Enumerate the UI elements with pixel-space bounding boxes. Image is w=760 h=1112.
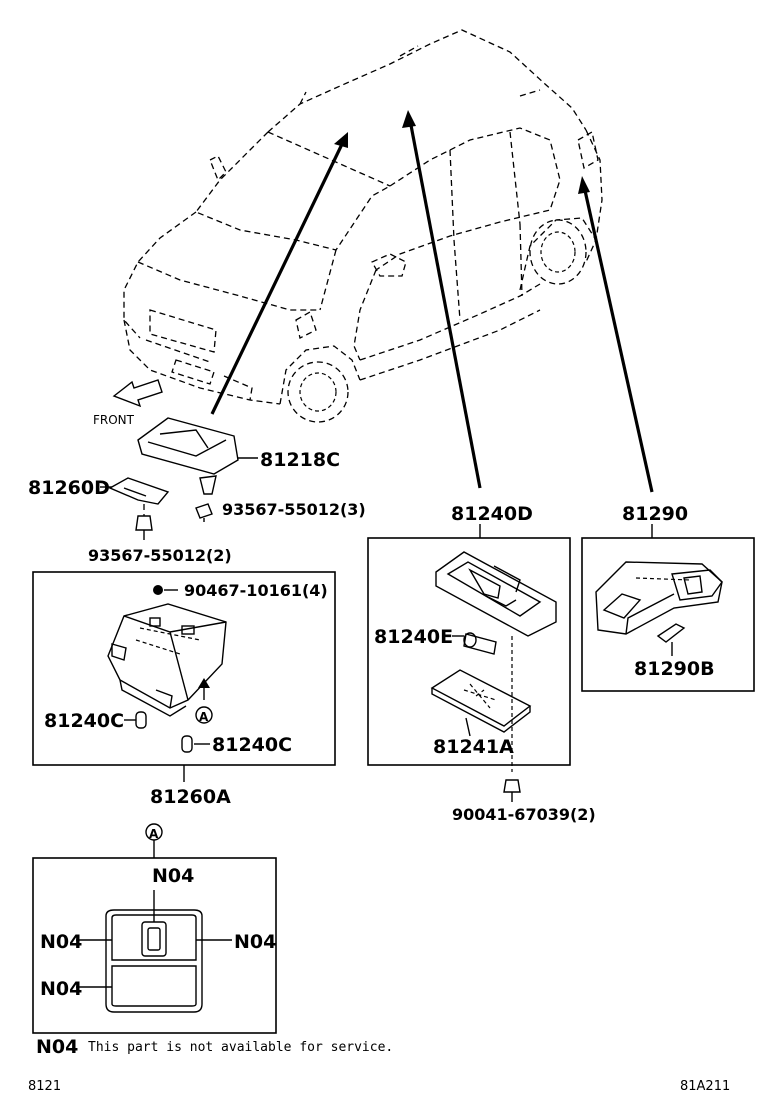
ref-marker-A-bottom: A (149, 827, 159, 841)
dome-lamp-housing (435, 551, 557, 637)
code-N04-left: N04 (40, 931, 82, 953)
bracket-81260D (108, 477, 170, 505)
assembly-box-81240D (367, 537, 571, 766)
footer-illustration-id: 81A211 (680, 1079, 730, 1094)
part-label-81241A: 81241A (433, 736, 514, 758)
part-label-81290: 81290 (622, 503, 688, 525)
part-label-90467-10161-4: 90467-10161(4) (184, 581, 328, 600)
code-N04-right: N04 (234, 931, 276, 953)
part-label-81240E: 81240E (374, 626, 453, 648)
map-lamp-assembly (107, 603, 227, 717)
bracket-81218C (137, 417, 239, 495)
part-label-81260A: 81260A (150, 786, 231, 808)
detail-box-A (32, 857, 277, 1034)
code-N04-lower: N04 (40, 978, 82, 1000)
part-label-93567-55012-3: 93567-55012(3) (222, 500, 366, 519)
part-label-81260D: 81260D (28, 477, 110, 499)
legend-note: This part is not available for service. (88, 1040, 393, 1055)
code-N04-top: N04 (152, 865, 194, 887)
part-label-90041-67039-2: 90041-67039(2) (452, 805, 596, 824)
ref-marker-A-top: A (199, 710, 209, 724)
lamp-assembly-81290 (595, 561, 723, 635)
front-direction-arrow (112, 379, 163, 408)
footer-figure-code: 8121 (28, 1079, 61, 1094)
legend-code: N04 (36, 1036, 78, 1058)
part-label-81240D: 81240D (451, 503, 533, 525)
bulb-81240C-right (181, 735, 193, 753)
front-label: FRONT (93, 413, 135, 427)
dome-lamp-lens-81241A (430, 669, 532, 733)
screw-93567-3 (195, 503, 213, 522)
part-label-81240C-right: 81240C (212, 734, 292, 756)
part-label-93567-55012-2: 93567-55012(2) (88, 546, 232, 565)
bulb-81240E (463, 632, 497, 655)
nut-90467 (153, 585, 163, 595)
map-lamp-front-view (105, 909, 203, 1013)
bulb-81290B (656, 623, 686, 643)
part-label-81218C: 81218C (260, 449, 340, 471)
bulb-81240C-left (135, 711, 147, 729)
part-label-81240C-left: 81240C (44, 710, 124, 732)
assembly-box-81290 (581, 537, 755, 692)
vehicle-illustration (123, 29, 603, 423)
screw-90041 (503, 779, 521, 802)
leader-arrows (210, 110, 654, 493)
screw-93567-2 (135, 504, 153, 540)
part-label-81290B: 81290B (634, 658, 715, 680)
